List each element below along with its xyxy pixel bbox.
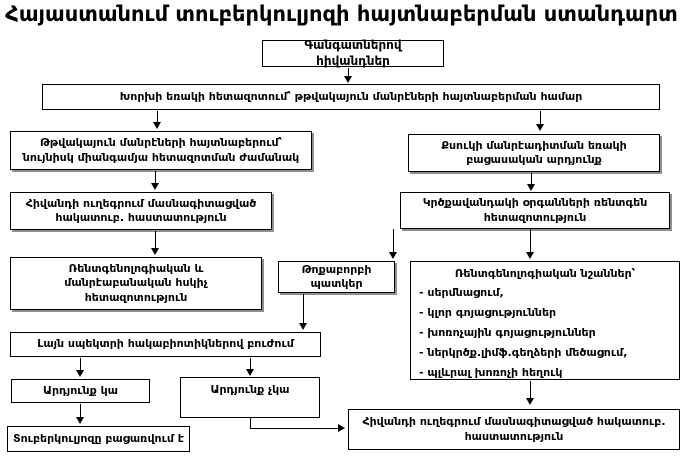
arrow-referral-control-line (155, 231, 156, 249)
box-result-yes: Արդյունք կա (11, 379, 150, 403)
arrow-antibiotics-yes-head (76, 370, 84, 377)
box-sputum-exam: Խորխի եռակի հետազոտում՝ թթվակայուն մանրէ… (42, 84, 660, 110)
xray-signs-title: Ռենտգենոլոգիական նշաններ՝ (454, 267, 636, 280)
arrow-xray-pneumonia-head (389, 252, 397, 259)
arrow-yes-excluded-line (80, 404, 81, 418)
box-xray-signs: Ռենտգենոլոգիական նշաններ՝ - սերմնացում, … (410, 261, 680, 380)
box-afb-found: Թթվակայուն մանրէների հայտնաբերում՝ նույն… (10, 131, 312, 170)
arrow-no-referral-hline (250, 428, 338, 429)
arrow-no-referral-vline (250, 418, 251, 428)
arrow-negative-xray-head (527, 184, 535, 191)
arrow-afb-referral-head (151, 183, 159, 190)
box-result-no: Արդյունք չկա (180, 377, 320, 418)
arrow-antibiotics-no-head (246, 369, 254, 376)
arrow-negative-xray-line (531, 173, 532, 185)
box-referral: Հիվանդի ուղեգրում մասնագիտացված հակատուբ… (10, 192, 272, 230)
arrow-signs-referral-line (530, 381, 531, 399)
xray-sign-item: - ներկրծք.լիմֆ.գեղձերի մեծացում, (419, 346, 628, 359)
arrow-afb-referral-line (155, 171, 156, 184)
arrow-sputum-negative-head (536, 124, 544, 131)
arrow-xray-pneumonia-line (393, 229, 394, 253)
arrow-patients-sputum-line (348, 68, 349, 77)
arrow-no-referral-head (338, 424, 345, 432)
arrow-pneumonia-antibiotics-line (303, 294, 304, 324)
arrow-patients-sputum-head (344, 76, 352, 83)
page-title: Հայաստանում տուբերկուլյոզի հայտնաբերման … (5, 2, 678, 26)
box-negative-smear: Քսուկի մանրէադիտման եռակի բացասական արդյ… (408, 134, 660, 172)
xray-sign-item: - սերմնացում, (419, 286, 504, 299)
box-pneumonia-picture: Թոքաբորբի պատկեր (278, 261, 395, 293)
arrow-pneumonia-antibiotics-head (299, 323, 307, 330)
box-tb-excluded: Տուբերկուլյոզը բացառվում է (7, 426, 190, 452)
box-antibiotics: Լայն սպեկտրի հակաբիոտիկներով բուժում (10, 332, 321, 357)
arrow-xray-signs-line (530, 229, 531, 253)
box-referral-final: Հիվանդի ուղեգրում մասնագիտացված հակատուբ… (348, 409, 680, 450)
arrow-referral-control-head (151, 248, 159, 255)
xray-sign-item: - պլևրալ խոռոչի հեղուկ (419, 366, 563, 379)
arrow-antibiotics-no-line (250, 358, 251, 370)
xray-sign-item: - կլոր գոյացություններ (419, 306, 557, 319)
arrow-sputum-afb-head (153, 122, 161, 129)
arrow-xray-signs-head (526, 252, 534, 259)
xray-sign-item: - խոռոչային գոյացություններ (419, 326, 596, 339)
arrow-sputum-negative-line (540, 111, 541, 125)
arrow-antibiotics-yes-line (80, 358, 81, 371)
box-chest-xray: Կրծքավանդակի օրգանների ռենտգեն հետազոտու… (400, 192, 670, 229)
arrow-yes-excluded-head (76, 417, 84, 424)
arrow-sputum-afb-line (157, 111, 158, 123)
box-patients: Գանգատներով հիվանդներ (262, 38, 444, 68)
box-control-exam: Ռենտգենոլոգիական և մանրէաբանական հսկիչ հ… (10, 257, 262, 310)
arrow-signs-referral-head (526, 398, 534, 405)
